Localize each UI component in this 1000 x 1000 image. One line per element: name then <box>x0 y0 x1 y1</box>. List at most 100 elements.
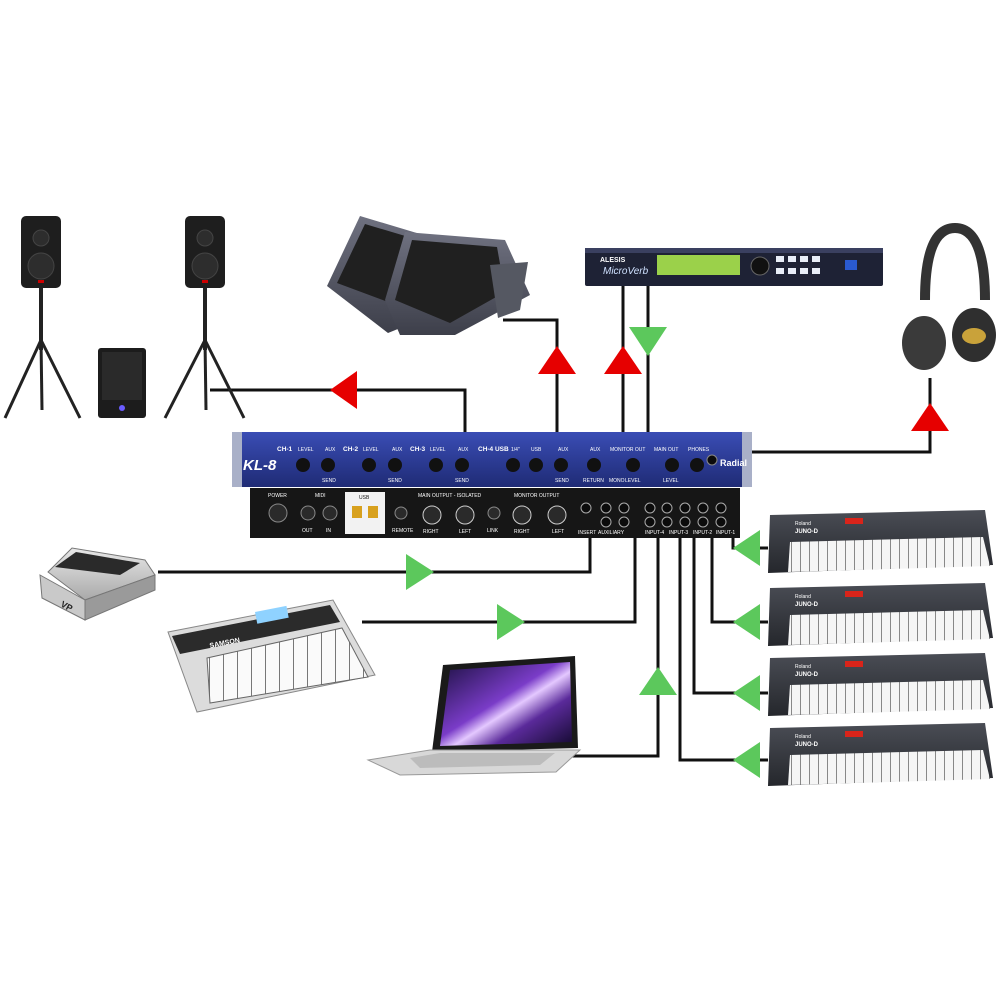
remote-section: REMOTE <box>392 506 414 534</box>
svg-text:1/4": 1/4" <box>511 447 520 453</box>
svg-text:OUT: OUT <box>302 528 313 534</box>
svg-text:LEVEL: LEVEL <box>430 447 446 453</box>
mixer-brand-label: Radial <box>720 458 747 468</box>
keyboard-1-brand: Roland <box>795 521 811 527</box>
mixer-model-label: KL-8 <box>243 457 277 474</box>
main-out-section: MAIN OUT LEVEL <box>654 447 679 484</box>
svg-text:MIDI: MIDI <box>315 493 326 499</box>
usb-section: USB <box>345 492 385 534</box>
channel-3-label: CH-3 <box>410 446 426 453</box>
svg-text:SEND: SEND <box>322 478 336 484</box>
arrow-in-from-controller <box>497 604 525 640</box>
volume-pedal: VP <box>39 547 156 621</box>
svg-text:SEND: SEND <box>388 478 402 484</box>
svg-text:USB: USB <box>359 495 370 501</box>
keyboard-3-model: JUNO-D <box>795 672 819 678</box>
keyboard-2-brand: Roland <box>795 594 811 600</box>
svg-text:SEND: SEND <box>455 478 469 484</box>
svg-text:POWER: POWER <box>268 493 287 499</box>
effects-model: MicroVerb <box>603 266 649 277</box>
wire-from-pedal <box>158 535 592 574</box>
channel-2-label: CH-2 <box>343 446 359 453</box>
power-section: POWER <box>268 493 288 523</box>
channel-strip-1: CH-1 LEVEL AUX SEND <box>277 446 336 484</box>
input-jacks-section: INPUT-4 INPUT-3 INPUT-2 INPUT-1 <box>644 502 735 536</box>
svg-text:AUXILIARY: AUXILIARY <box>598 530 625 536</box>
midi-section: MIDI OUT IN <box>300 493 338 534</box>
aux-return-section: AUX RETURN <box>583 447 604 484</box>
floor-monitor-wedges <box>327 216 530 335</box>
svg-text:RIGHT: RIGHT <box>514 529 530 535</box>
channel-strip-3: CH-3 LEVEL AUX SEND <box>410 446 469 484</box>
headphones <box>902 222 996 370</box>
monitor-out-section: MONITOR OUT MONO LEVEL <box>609 447 645 484</box>
keyboard-3-brand: Roland <box>795 664 811 670</box>
insert-aux-section: INSERT AUXILIARY <box>578 502 630 536</box>
synth-keyboard-4: Roland JUNO-D <box>768 723 993 786</box>
synth-keyboard-1: Roland JUNO-D <box>768 510 993 573</box>
mixer-front-panel: KL-8 Radial CH-1 LEVEL AUX SEND CH-2 LEV… <box>232 432 752 487</box>
midi-controller: SAMSON <box>167 599 376 713</box>
arrow-out-to-speakers <box>330 371 357 409</box>
svg-text:MAIN OUTPUT - ISOLATED: MAIN OUTPUT - ISOLATED <box>418 493 482 499</box>
arrow-in-from-effects <box>629 327 667 356</box>
arrow-in-from-keyboard-3 <box>733 675 760 711</box>
wire-to-pa-speakers <box>210 388 467 432</box>
arrow-in-from-laptop <box>639 667 677 695</box>
channel-4-label: CH-4 USB <box>478 446 509 453</box>
main-output-section: MAIN OUTPUT - ISOLATED RIGHT LEFT <box>418 493 482 535</box>
arrow-in-from-pedal <box>406 554 434 590</box>
laptop <box>366 656 582 776</box>
svg-text:INSERT: INSERT <box>578 530 596 536</box>
pedal-model-label: VP <box>59 599 74 613</box>
svg-text:AUX: AUX <box>325 447 336 453</box>
arrow-out-to-monitors <box>538 346 576 374</box>
svg-text:INPUT-1: INPUT-1 <box>716 530 735 536</box>
keyboard-4-model: JUNO-D <box>795 742 819 748</box>
svg-text:RIGHT: RIGHT <box>423 529 439 535</box>
synth-keyboard-3: Roland JUNO-D <box>768 653 993 716</box>
monitor-output-section: MONITOR OUTPUT RIGHT LEFT <box>512 493 567 535</box>
svg-text:IN: IN <box>326 528 331 534</box>
svg-text:MONITOR OUTPUT: MONITOR OUTPUT <box>514 493 559 499</box>
arrow-in-from-keyboard-4 <box>733 742 760 778</box>
svg-text:PHONES: PHONES <box>688 447 710 453</box>
svg-text:AUX: AUX <box>590 447 601 453</box>
channel-strip-2: CH-2 LEVEL AUX SEND <box>343 446 403 484</box>
effects-processor: ALESIS MicroVerb <box>585 248 883 286</box>
channel-1-label: CH-1 <box>277 446 293 453</box>
svg-text:LEFT: LEFT <box>459 529 471 535</box>
arrow-out-to-headphones <box>911 403 949 431</box>
arrow-in-from-keyboard-2 <box>733 604 760 640</box>
pa-speaker-left <box>3 216 82 419</box>
svg-text:MONO: MONO <box>609 478 625 484</box>
wire-to-headphones <box>750 378 932 454</box>
svg-text:SEND: SEND <box>555 478 569 484</box>
arrow-in-from-keyboard-1 <box>733 530 760 566</box>
link-section: LINK <box>487 506 501 534</box>
svg-text:USB: USB <box>531 447 542 453</box>
wire-from-midi-controller <box>362 538 637 624</box>
svg-text:RETURN: RETURN <box>583 478 604 484</box>
svg-text:MAIN OUT: MAIN OUT <box>654 447 678 453</box>
svg-text:INPUT-4: INPUT-4 <box>645 530 664 536</box>
keyboard-1-model: JUNO-D <box>795 529 819 535</box>
svg-text:INPUT-3: INPUT-3 <box>669 530 688 536</box>
phones-section: PHONES <box>688 447 718 472</box>
subwoofer <box>98 348 146 418</box>
svg-text:LEFT: LEFT <box>552 529 564 535</box>
svg-text:LEVEL: LEVEL <box>363 447 379 453</box>
svg-text:AUX: AUX <box>558 447 569 453</box>
wire-to-floor-monitors <box>503 318 559 432</box>
svg-text:LEVEL: LEVEL <box>625 478 641 484</box>
svg-text:LEVEL: LEVEL <box>298 447 314 453</box>
svg-text:LINK: LINK <box>487 528 499 534</box>
keyboard-2-model: JUNO-D <box>795 602 819 608</box>
arrow-out-to-effects <box>604 346 642 374</box>
mixer-rear-panel: POWER MIDI OUT IN USB REMOTE MAIN OUTPUT… <box>250 488 740 538</box>
signal-arrows <box>330 327 949 778</box>
svg-text:MONITOR OUT: MONITOR OUT <box>610 447 645 453</box>
svg-text:LEVEL: LEVEL <box>663 478 679 484</box>
svg-text:AUX: AUX <box>458 447 469 453</box>
